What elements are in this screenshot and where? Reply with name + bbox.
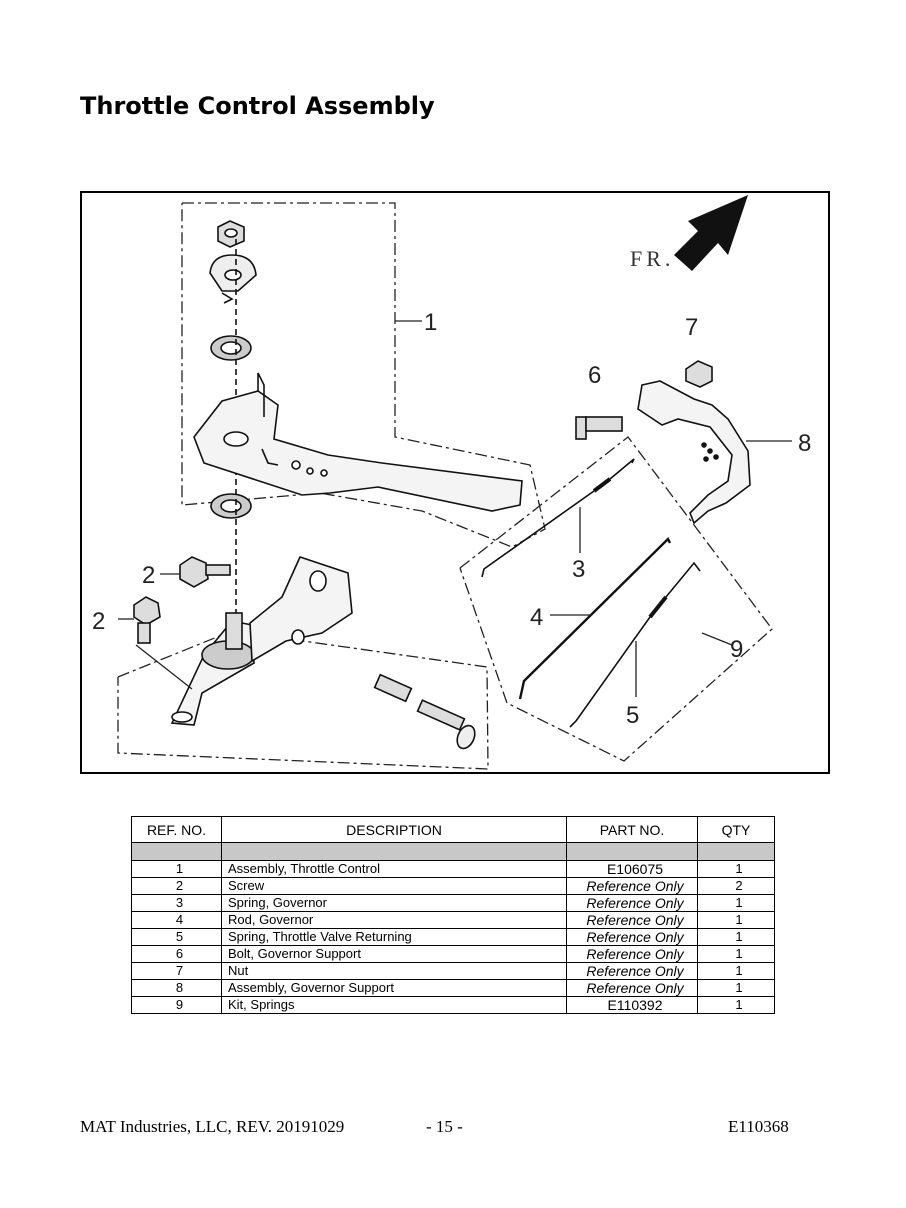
- footer-page-number: - 15 -: [426, 1117, 463, 1136]
- part-number-cell: E110392: [566, 996, 698, 1014]
- ref-cell: 3: [131, 894, 222, 912]
- description-cell: Kit, Springs: [221, 996, 567, 1014]
- governor-support-bolt-part: [575, 416, 623, 440]
- group-outline-9: [459, 436, 773, 762]
- table-row: 4 Rod, Governor Reference Only 1: [131, 911, 775, 929]
- description-cell: Assembly, Governor Support: [221, 979, 567, 997]
- header-description: DESCRIPTION: [221, 816, 567, 843]
- governor-spring-part: [481, 458, 635, 578]
- table-row: 8 Assembly, Governor Support Reference O…: [131, 979, 775, 997]
- ref-cell: 9: [131, 996, 222, 1014]
- ref-cell: 5: [131, 928, 222, 946]
- header-qty: QTY: [697, 816, 775, 843]
- callout-4: 4: [530, 604, 543, 631]
- callout-6: 6: [588, 362, 601, 389]
- ref-cell: 7: [131, 962, 222, 980]
- governor-support-nut-part: [685, 360, 713, 388]
- qty-cell: 1: [697, 928, 775, 946]
- part-number-cell: Reference Only: [566, 945, 698, 963]
- screw-part: [133, 556, 231, 644]
- footer-company-revision: MAT Industries, LLC, REV. 20191029: [80, 1117, 345, 1136]
- description-cell: Nut: [221, 962, 567, 980]
- qty-cell: 2: [697, 877, 775, 895]
- ref-cell: 6: [131, 945, 222, 963]
- part-number-cell: Reference Only: [566, 979, 698, 997]
- description-cell: Bolt, Governor Support: [221, 945, 567, 963]
- throttle-valve-returning-spring-part: [569, 561, 701, 728]
- ref-cell: 8: [131, 979, 222, 997]
- footer-document-number: E110368: [728, 1117, 789, 1136]
- ref-cell: 2: [131, 877, 222, 895]
- ref-cell: 1: [131, 860, 222, 878]
- callout-8: 8: [798, 430, 811, 457]
- description-cell: Screw: [221, 877, 567, 895]
- description-cell: Assembly, Throttle Control: [221, 860, 567, 878]
- throttle-bracket-part: [170, 556, 353, 726]
- qty-cell: 1: [697, 962, 775, 980]
- qty-cell: 1: [697, 979, 775, 997]
- callout-3: 3: [572, 556, 585, 583]
- callout-1: 1: [424, 309, 437, 336]
- table-row: 1 Assembly, Throttle Control E106075 1: [131, 860, 775, 878]
- part-number-cell: Reference Only: [566, 928, 698, 946]
- qty-cell: 1: [697, 860, 775, 878]
- table-row: 9 Kit, Springs E110392 1: [131, 996, 775, 1014]
- idle-spring-and-screw-part: [373, 673, 476, 750]
- header-ref-no: REF. NO.: [131, 816, 222, 843]
- table-row: 7 Nut Reference Only 1: [131, 962, 775, 980]
- exploded-parts-diagram: FR. 1: [80, 191, 830, 774]
- part-number-cell: Reference Only: [566, 911, 698, 929]
- qty-cell: 1: [697, 894, 775, 912]
- parts-list-table: REF. NO. DESCRIPTION PART NO. QTY 1 Asse…: [131, 816, 775, 1014]
- table-row: 5 Spring, Throttle Valve Returning Refer…: [131, 928, 775, 946]
- front-direction-arrow-icon: [674, 195, 748, 271]
- description-cell: Rod, Governor: [221, 911, 567, 929]
- table-row: 2 Screw Reference Only 2: [131, 877, 775, 895]
- ref-cell: 4: [131, 911, 222, 929]
- part-number-cell: Reference Only: [566, 962, 698, 980]
- part-number-cell: Reference Only: [566, 894, 698, 912]
- qty-cell: 1: [697, 945, 775, 963]
- callout-5: 5: [626, 702, 639, 729]
- part-number-cell: E106075: [566, 860, 698, 878]
- page-title: Throttle Control Assembly: [80, 92, 435, 120]
- table-row: 6 Bolt, Governor Support Reference Only …: [131, 945, 775, 963]
- description-cell: Spring, Governor: [221, 894, 567, 912]
- callout-7: 7: [685, 314, 698, 341]
- callout-2-upper: 2: [142, 562, 155, 589]
- front-direction-label: FR.: [630, 246, 674, 271]
- table-row: 3 Spring, Governor Reference Only 1: [131, 894, 775, 912]
- description-cell: Spring, Throttle Valve Returning: [221, 928, 567, 946]
- governor-rod-part: [518, 536, 672, 700]
- governor-support-assembly-part: [637, 380, 751, 525]
- throttle-control-assembly-part: [193, 220, 523, 613]
- qty-cell: 1: [697, 996, 775, 1014]
- qty-cell: 1: [697, 911, 775, 929]
- table-header-row: REF. NO. DESCRIPTION PART NO. QTY: [131, 816, 775, 843]
- callout-9: 9: [730, 636, 743, 663]
- part-number-cell: Reference Only: [566, 877, 698, 895]
- group-outline-bracket: [117, 630, 489, 770]
- callout-2-lower: 2: [92, 608, 105, 635]
- table-shaded-spacer-row: [131, 842, 775, 861]
- header-part-no: PART NO.: [566, 816, 698, 843]
